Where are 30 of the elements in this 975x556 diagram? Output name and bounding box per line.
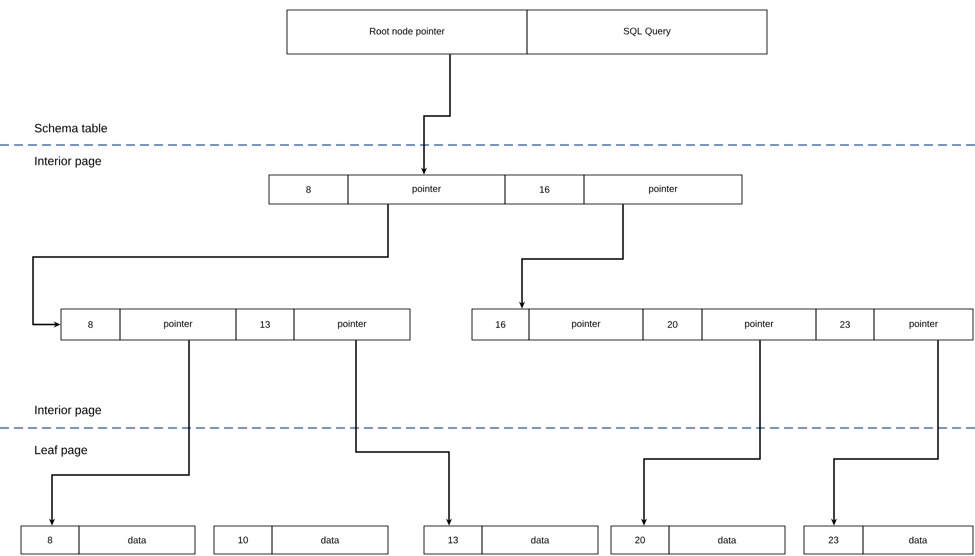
section-label: Leaf page — [35, 445, 88, 457]
section-label: Schema table — [34, 124, 108, 132]
table-cell: SQL Query — [526, 10, 768, 54]
table-cell: 16 — [472, 308, 530, 340]
table-cell: data — [482, 526, 598, 554]
table-cell: data — [78, 526, 196, 554]
table-cell: pointer — [120, 308, 236, 340]
table-cell: 8 — [268, 174, 348, 204]
table-cell: data — [272, 526, 388, 554]
table-cell: 13 — [424, 526, 482, 554]
table-cell: pointer — [874, 308, 974, 340]
table-cell: data — [668, 526, 786, 554]
section-label: Interior page — [35, 156, 102, 168]
table-cell: pointer — [348, 174, 506, 204]
table-cell: 20 — [642, 308, 702, 340]
table-cell: 13 — [236, 308, 294, 340]
table-cell: 8 — [20, 526, 80, 554]
table-cell: pointer — [528, 308, 644, 340]
table-cell: pointer — [294, 308, 410, 340]
table-cell: 23 — [816, 308, 874, 340]
table-cell: 20 — [610, 526, 670, 554]
section-label: Interior page — [35, 405, 102, 417]
table-cell: data — [862, 526, 974, 554]
table-cell: 23 — [804, 526, 864, 554]
table-cell: 8 — [60, 308, 120, 340]
table-cell: pointer — [584, 174, 742, 204]
table-cell: 10 — [214, 526, 272, 554]
table-cell: Root node pointer — [286, 10, 528, 54]
table-cell: pointer — [702, 308, 816, 340]
table-cell: 16 — [504, 174, 584, 204]
